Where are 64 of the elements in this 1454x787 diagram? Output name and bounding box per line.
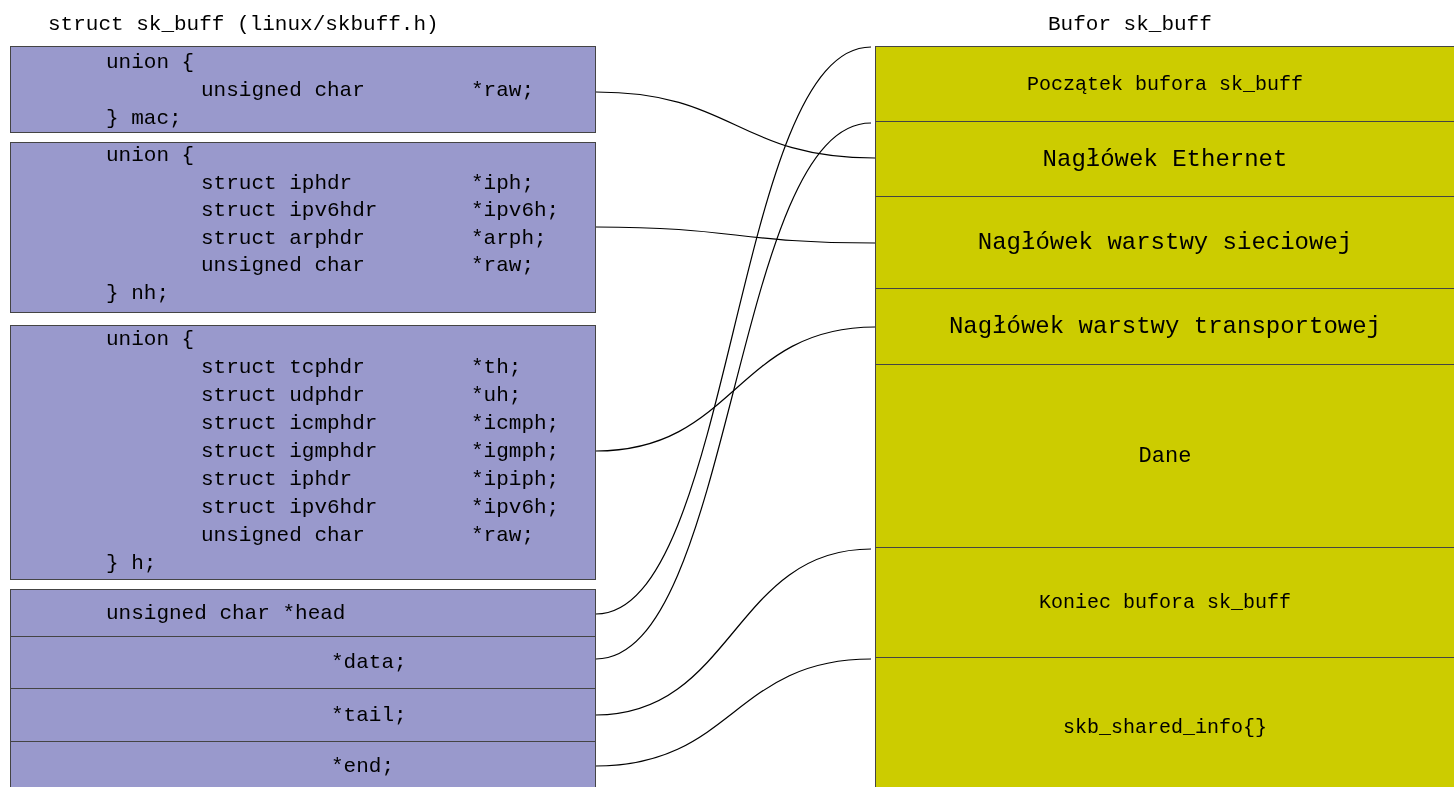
code-text: *end; — [331, 756, 394, 777]
code-text: unsigned char *head — [106, 603, 346, 624]
code-text: struct ipv6hdr — [201, 497, 378, 518]
code-text: struct icmphdr — [201, 413, 378, 434]
section-label: Początek bufora sk_buff — [1025, 75, 1304, 95]
code-text: *uh; — [471, 385, 522, 406]
struct-field-box — [10, 689, 596, 742]
code-text: union { — [106, 52, 195, 73]
buffer-section — [875, 122, 1454, 197]
code-text: struct iphdr — [201, 469, 353, 490]
section-label: Nagłówek warstwy sieciowej — [976, 231, 1354, 255]
connector-line — [595, 658, 872, 767]
section-label: Nagłówek warstwy transportowej — [947, 315, 1383, 339]
code-text: unsigned char — [201, 525, 365, 546]
code-text: unsigned char — [201, 80, 365, 101]
struct-field-box — [10, 142, 596, 313]
section-label: Koniec bufora sk_buff — [1037, 593, 1292, 613]
connector-line — [595, 226, 876, 244]
connector-line — [595, 548, 872, 716]
column-heading: Bufor sk_buff — [1048, 14, 1212, 35]
code-text: *icmph; — [471, 413, 560, 434]
struct-field-box — [10, 637, 596, 689]
section-label: skb_shared_info{} — [1061, 718, 1268, 738]
section-label: Nagłówek Ethernet — [1041, 147, 1289, 172]
code-text: } nh; — [106, 282, 169, 304]
buffer-section — [875, 46, 1454, 122]
code-text: struct ipv6hdr — [201, 200, 378, 221]
code-text: *raw; — [471, 80, 534, 101]
code-text: *data; — [331, 652, 407, 673]
buffer-section — [875, 548, 1454, 658]
code-text: *raw; — [471, 525, 534, 546]
code-text: union { — [106, 145, 195, 166]
struct-field-box — [10, 325, 596, 580]
struct-field-box — [10, 742, 596, 787]
connector-line — [595, 91, 876, 159]
code-text: *igmph; — [471, 441, 560, 462]
code-text: struct udphdr — [201, 385, 365, 406]
code-text: *tail; — [331, 704, 407, 726]
buffer-section — [875, 289, 1454, 365]
connector-line — [595, 46, 872, 615]
buffer-section — [875, 658, 1454, 787]
code-text: unsigned char — [201, 255, 365, 276]
connector-line — [595, 326, 876, 452]
code-text: *raw; — [471, 255, 534, 276]
code-text: *arph; — [471, 227, 547, 249]
code-text: *ipv6h; — [471, 200, 560, 221]
code-text: struct igmphdr — [201, 441, 378, 462]
buffer-section — [875, 197, 1454, 289]
column-heading: struct sk_buff (linux/skbuff.h) — [48, 14, 439, 35]
struct-field-box — [10, 46, 596, 133]
code-text: union { — [106, 329, 195, 350]
code-text: struct arphdr — [201, 227, 365, 249]
code-text: *ipv6h; — [471, 497, 560, 518]
struct-field-box — [10, 589, 596, 637]
section-label: Dane — [1137, 445, 1193, 468]
buffer-section — [875, 365, 1454, 548]
code-text: struct iphdr — [201, 172, 353, 194]
code-text: *th; — [471, 357, 522, 378]
code-text: *ipiph; — [471, 469, 560, 490]
code-text: } mac; — [106, 108, 182, 129]
code-text: *iph; — [471, 172, 534, 194]
code-text: struct tcphdr — [201, 357, 365, 378]
connector-line — [595, 122, 872, 660]
code-text: } h; — [106, 553, 157, 574]
